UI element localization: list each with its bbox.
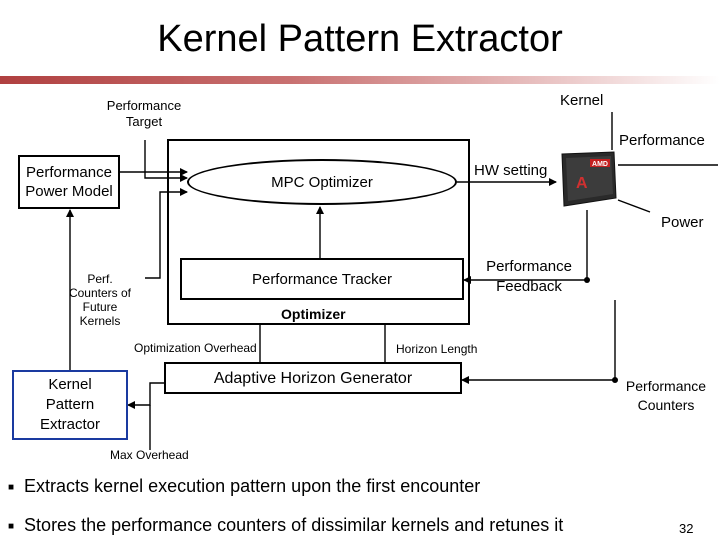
counters-to-generator [461,300,616,384]
optimization-overhead-label: Optimization Overhead [134,341,257,355]
performance-target-label: Performance Target [106,98,182,129]
hw-setting-label: HW setting [474,162,548,179]
bullet-square-icon: ■ [8,482,15,493]
counters-dot [612,377,618,383]
target-arrow [144,140,188,182]
page-number: 32 [679,521,694,536]
perf-counters-future-label: Perf. Counters of Future Kernels [68,272,132,328]
page-title: Kernel Pattern Extractor [157,18,563,60]
feedback-dot [584,277,590,283]
optimizer-label: Optimizer [281,306,346,322]
performance-output-label: Performance [619,132,705,149]
optimizer-frame [167,139,470,325]
performance-power-model-block: Performance Power Model [18,155,120,209]
bullet-1: ■Extracts kernel execution pattern upon … [8,476,481,496]
kernel-label: Kernel [560,92,604,109]
power-out [617,199,651,213]
title-underline [0,76,720,84]
power-output-label: Power [661,214,704,231]
max-overhead-label: Max Overhead [110,448,189,462]
performance-counters-label: Performance Counters [625,378,707,413]
horizon-length-label: Horizon Length [396,342,478,356]
kernel-pattern-extractor-block: Kernel Pattern Extractor [12,370,128,440]
chip-mark-text: A [576,175,588,192]
chip-brand-text: AMD [592,161,608,168]
generator-to-kpe [127,382,164,409]
counters-future-arrow [145,188,188,279]
performance-tracker-block: Performance Tracker [180,258,464,300]
amd-apu-chip-icon: AMD A [561,151,617,207]
bullet-2: ■Stores the performance counters of diss… [8,515,564,535]
adaptive-horizon-generator-block: Adaptive Horizon Generator [164,362,462,394]
mpc-optimizer-block: MPC Optimizer [187,159,457,205]
bullet-square-icon: ■ [8,521,15,532]
performance-feedback-label: Performance Feedback [486,258,572,295]
